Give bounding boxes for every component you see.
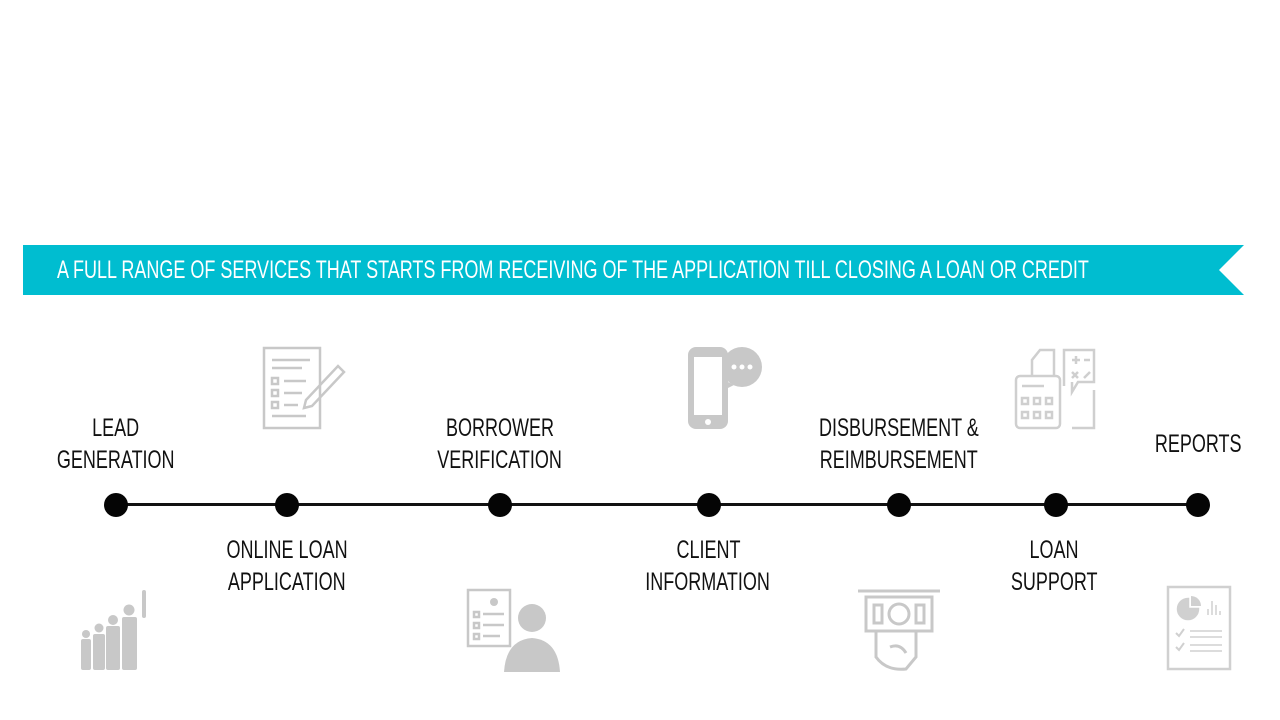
step-label-disbursement: DISBURSEMENT &REIMBURSEMENT (819, 414, 979, 474)
banner-text: A FULL RANGE OF SERVICES THAT STARTS FRO… (57, 256, 1089, 284)
timeline-node-loan-support (1044, 493, 1068, 517)
profile-document-icon (466, 588, 562, 672)
banner: A FULL RANGE OF SERVICES THAT STARTS FRO… (23, 245, 1244, 295)
report-chart-icon (1166, 585, 1234, 671)
timeline-line (116, 503, 1198, 506)
timeline-node-reports (1186, 493, 1210, 517)
timeline-node-online-loan-application (275, 493, 299, 517)
people-growth-icon (78, 588, 154, 672)
timeline-node-lead-generation (104, 493, 128, 517)
step-label-reports: REPORTS (1154, 430, 1242, 458)
timeline-node-client-information (697, 493, 721, 517)
calculator-icon (1014, 346, 1098, 430)
timeline-node-borrower-verification (488, 493, 512, 517)
timeline-node-disbursement (887, 493, 911, 517)
form-pen-icon (262, 346, 346, 430)
banner-shape (23, 245, 1244, 295)
cash-withdraw-icon (856, 587, 944, 673)
phone-chat-icon (686, 345, 766, 431)
